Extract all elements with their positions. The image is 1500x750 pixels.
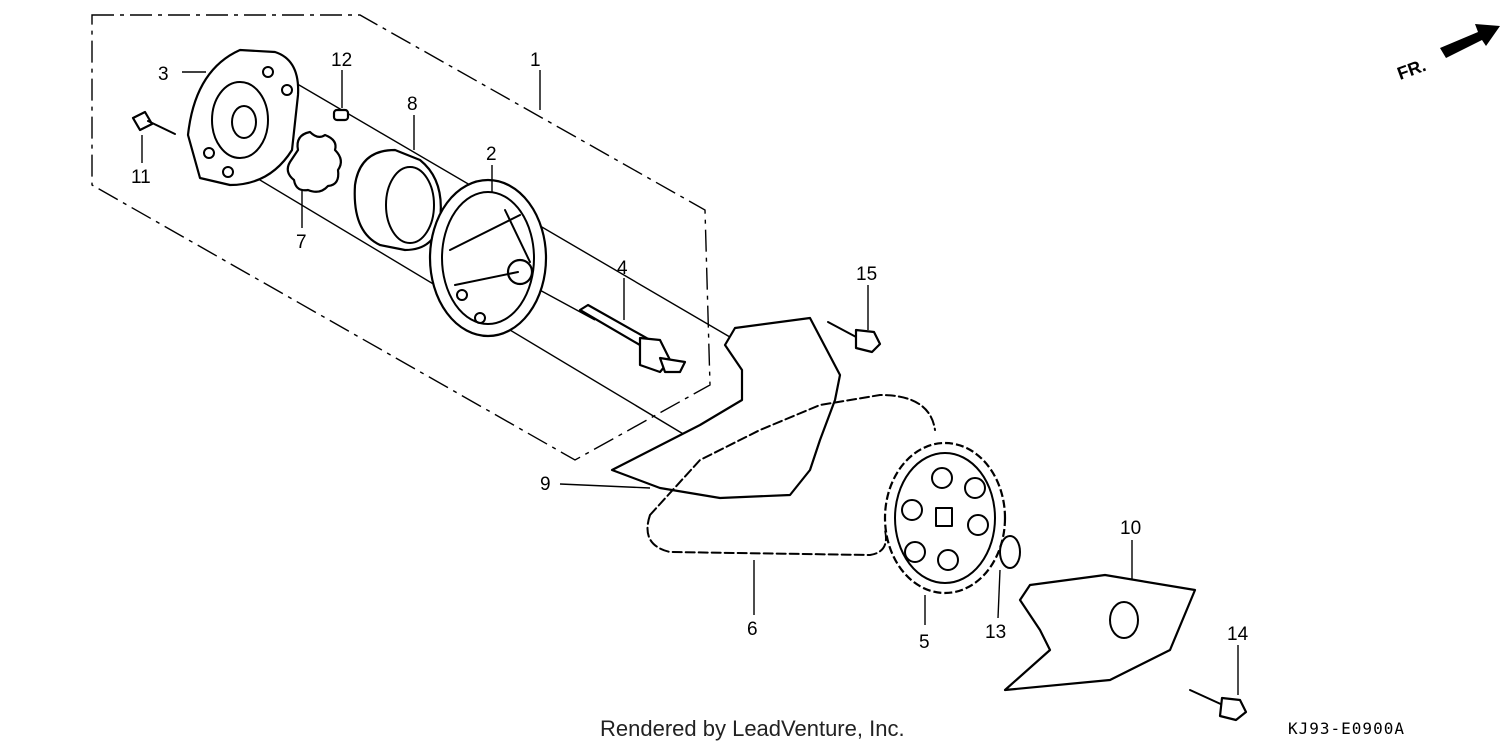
- callout-9: 9: [540, 474, 551, 495]
- inner-rotor: [286, 130, 342, 193]
- front-direction-label: FR.: [1395, 55, 1429, 84]
- callout-1: 1: [530, 50, 541, 71]
- bolt-left: [131, 110, 176, 135]
- callout-13: 13: [985, 622, 1006, 643]
- callout-2: 2: [486, 144, 497, 165]
- callout-6: 6: [747, 619, 758, 640]
- dowel-pin: [332, 108, 350, 122]
- chain-guide-plate: [610, 316, 842, 500]
- assembly-boundary: [91, 14, 711, 461]
- pump-cover: [186, 48, 300, 187]
- outer-rotor: [353, 148, 442, 252]
- callout-labels: 1 2 3 4 5 6 7 8 9 10 11 12 13 14 15: [131, 50, 1249, 653]
- drive-chain: [646, 394, 936, 556]
- callout-12: 12: [331, 50, 352, 71]
- snap-ring: [999, 535, 1021, 569]
- bolt-lower: [1189, 689, 1248, 722]
- drive-sprocket: [883, 441, 1007, 595]
- front-direction-arrow-icon: FR.: [1395, 24, 1500, 84]
- callout-11: 11: [131, 167, 151, 188]
- callout-7: 7: [296, 232, 307, 253]
- drawing-code: KJ93-E0900A: [1288, 719, 1405, 738]
- callout-10: 10: [1120, 518, 1141, 539]
- bolt-upper: [827, 321, 882, 354]
- callout-5: 5: [919, 632, 930, 653]
- callout-3: 3: [158, 64, 169, 85]
- callout-15: 15: [856, 264, 877, 285]
- leader-lines: [141, 70, 1239, 695]
- pump-shaft: [578, 303, 687, 374]
- callout-8: 8: [407, 94, 418, 115]
- render-credit: Rendered by LeadVenture, Inc.: [600, 716, 905, 741]
- sprocket-cover-plate: [1003, 573, 1197, 692]
- callout-4: 4: [617, 258, 628, 279]
- callout-14: 14: [1227, 624, 1249, 645]
- pump-body: [428, 178, 548, 338]
